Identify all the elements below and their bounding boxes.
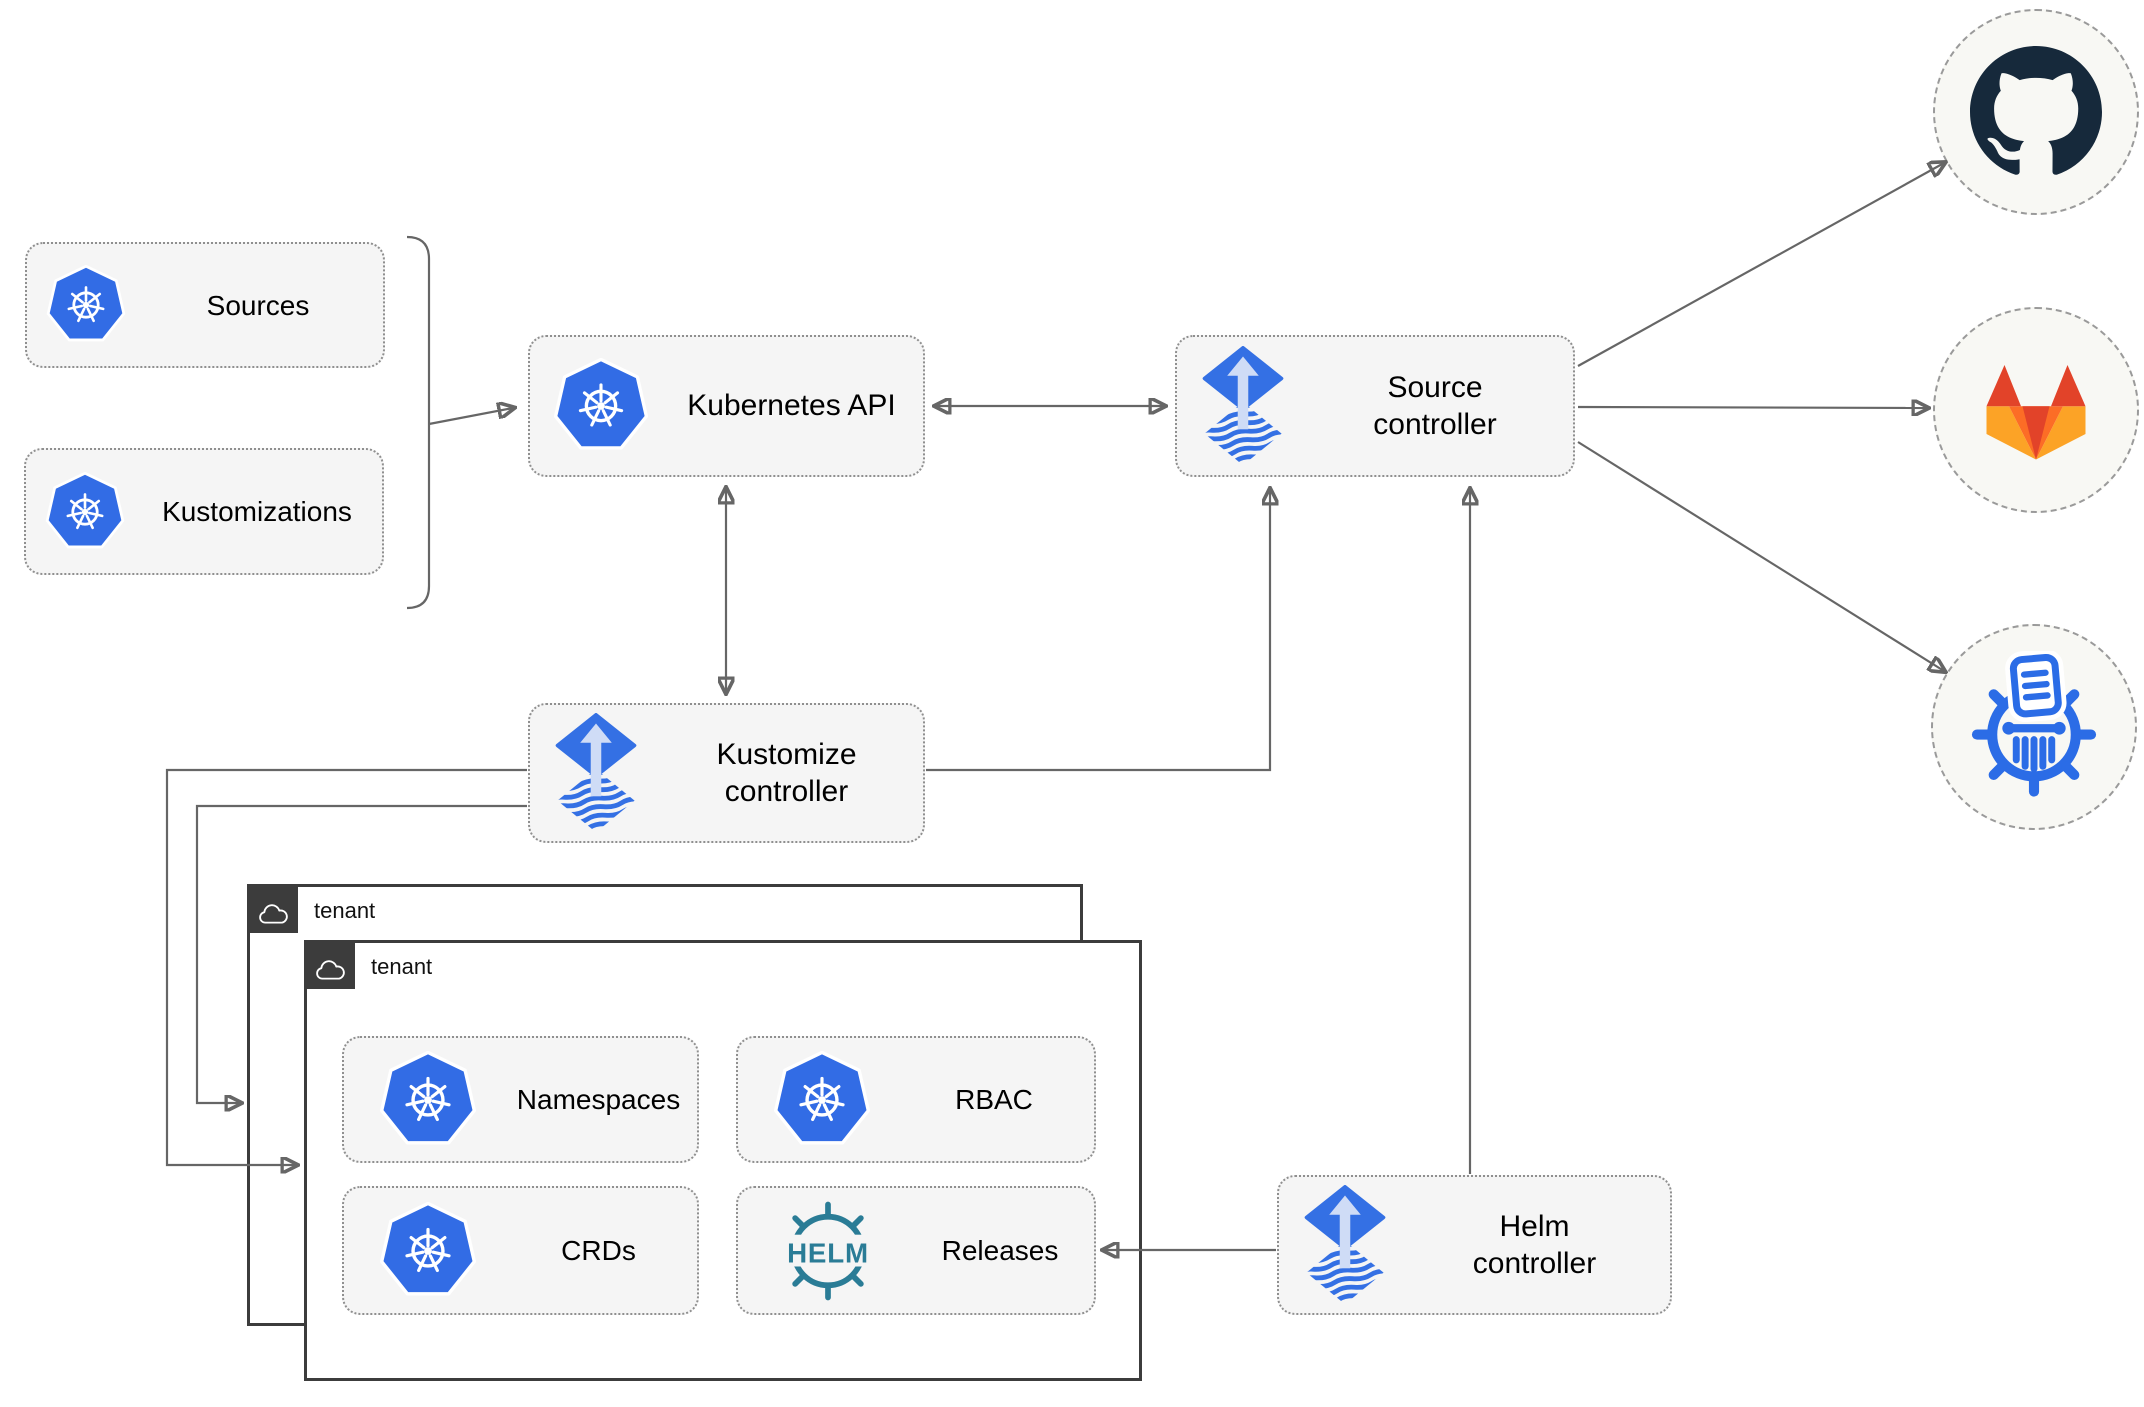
gitlab-icon <box>1961 350 2111 470</box>
kubernetes-icon <box>738 1051 906 1149</box>
helm-wordmark: HELM <box>787 1237 869 1268</box>
edge-source-to-gitlab <box>1577 407 1927 408</box>
kubernetes-icon <box>344 1051 512 1149</box>
edge-source-to-chartmuseum <box>1577 441 1944 671</box>
kubernetes-icon <box>27 265 145 345</box>
node-label: Helm controller <box>1472 1209 1597 1281</box>
endpoint-github <box>1933 9 2139 215</box>
node-label: Kustomizations <box>162 496 352 527</box>
tenant-inner-tab <box>304 940 355 989</box>
node-kubernetes-api: Kubernetes API <box>528 335 925 477</box>
cloud-icon <box>256 903 289 926</box>
node-kustomizations: Kustomizations <box>24 448 384 575</box>
tenant-outer-tab <box>247 884 298 933</box>
node-sources: Sources <box>25 242 385 368</box>
kubernetes-icon <box>344 1202 512 1300</box>
cloud-icon <box>313 959 346 982</box>
edge-brace-to-kubernetes-api <box>428 408 513 426</box>
endpoint-chartmuseum <box>1931 624 2137 830</box>
node-namespaces: Namespaces <box>342 1036 699 1163</box>
github-icon <box>1970 46 2102 178</box>
node-rbac: RBAC <box>736 1036 1096 1163</box>
node-label: RBAC <box>955 1084 1033 1115</box>
node-label: Source controller <box>1373 370 1497 442</box>
edge-kustomize-to-source-controller <box>926 490 1270 772</box>
kubernetes-icon <box>26 472 144 552</box>
tenant-inner-label: tenant <box>371 954 433 979</box>
node-label: Releases <box>941 1235 1059 1266</box>
flux-icon <box>530 713 662 834</box>
endpoint-gitlab <box>1933 307 2139 513</box>
node-kustomize-controller: Kustomize controller <box>528 703 925 843</box>
node-releases: HELM Releases <box>736 1186 1096 1315</box>
node-label: Namespaces <box>516 1084 681 1115</box>
kubernetes-icon <box>530 358 672 454</box>
node-source-controller: Source controller <box>1175 335 1575 477</box>
node-label: CRDs <box>561 1235 636 1266</box>
flux-icon <box>1279 1185 1411 1306</box>
helm-icon: HELM <box>738 1198 918 1304</box>
edge-group-brace <box>406 235 431 610</box>
node-crds: CRDs <box>342 1186 699 1315</box>
node-label: Kustomize controller <box>716 737 857 809</box>
tenant-outer-label: tenant <box>314 898 376 923</box>
node-helm-controller: Helm controller <box>1277 1175 1672 1315</box>
node-label: Sources <box>206 289 310 321</box>
chartmuseum-icon <box>1958 651 2110 803</box>
flux-icon <box>1177 346 1309 467</box>
edge-source-to-github <box>1577 163 1944 367</box>
node-label: Kubernetes API <box>687 389 896 423</box>
